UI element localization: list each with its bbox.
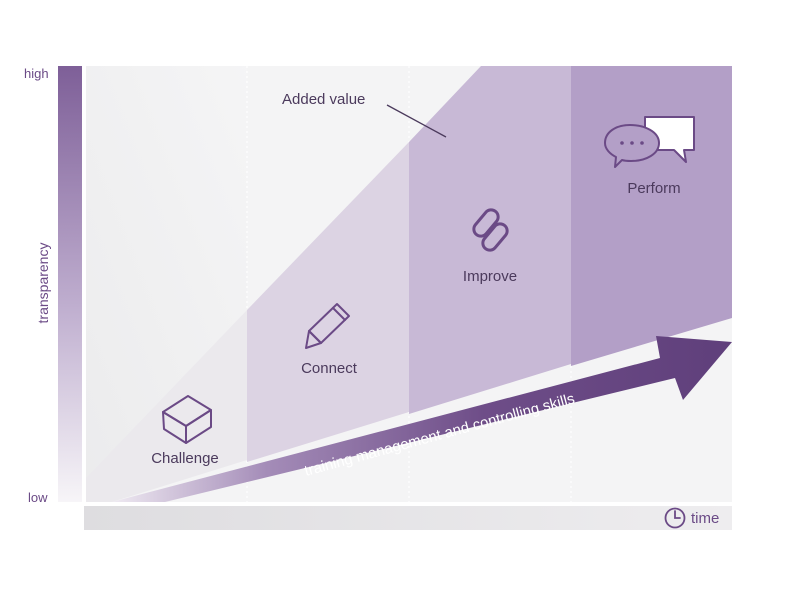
stage-label-connect: Connect <box>301 360 358 377</box>
stage-label-perform: Perform <box>627 180 680 197</box>
stage-band-connect <box>247 142 409 462</box>
y-axis-high-label: high <box>24 66 49 81</box>
clock-icon <box>664 507 686 529</box>
speech-bubbles-icon <box>604 116 695 168</box>
y-axis-low-label: low <box>28 490 48 505</box>
cube-icon <box>162 395 212 444</box>
skills-arrow <box>112 336 732 502</box>
added-value-pointer <box>386 104 447 138</box>
time-axis-bar <box>84 506 732 530</box>
stage-band-improve <box>409 66 571 414</box>
stage-label-challenge: Challenge <box>151 450 219 467</box>
stage-band-challenge <box>86 310 247 502</box>
x-axis-label: time <box>691 510 719 527</box>
transparency-axis-bar <box>58 66 82 502</box>
y-axis-label: transparency <box>35 243 51 324</box>
pencil-icon <box>305 303 350 349</box>
stage-label-improve: Improve <box>463 268 517 285</box>
background-wedge <box>86 66 247 480</box>
added-value-label: Added value <box>282 91 365 108</box>
stage-band-perform <box>571 66 732 366</box>
chain-link-icon <box>472 208 509 252</box>
